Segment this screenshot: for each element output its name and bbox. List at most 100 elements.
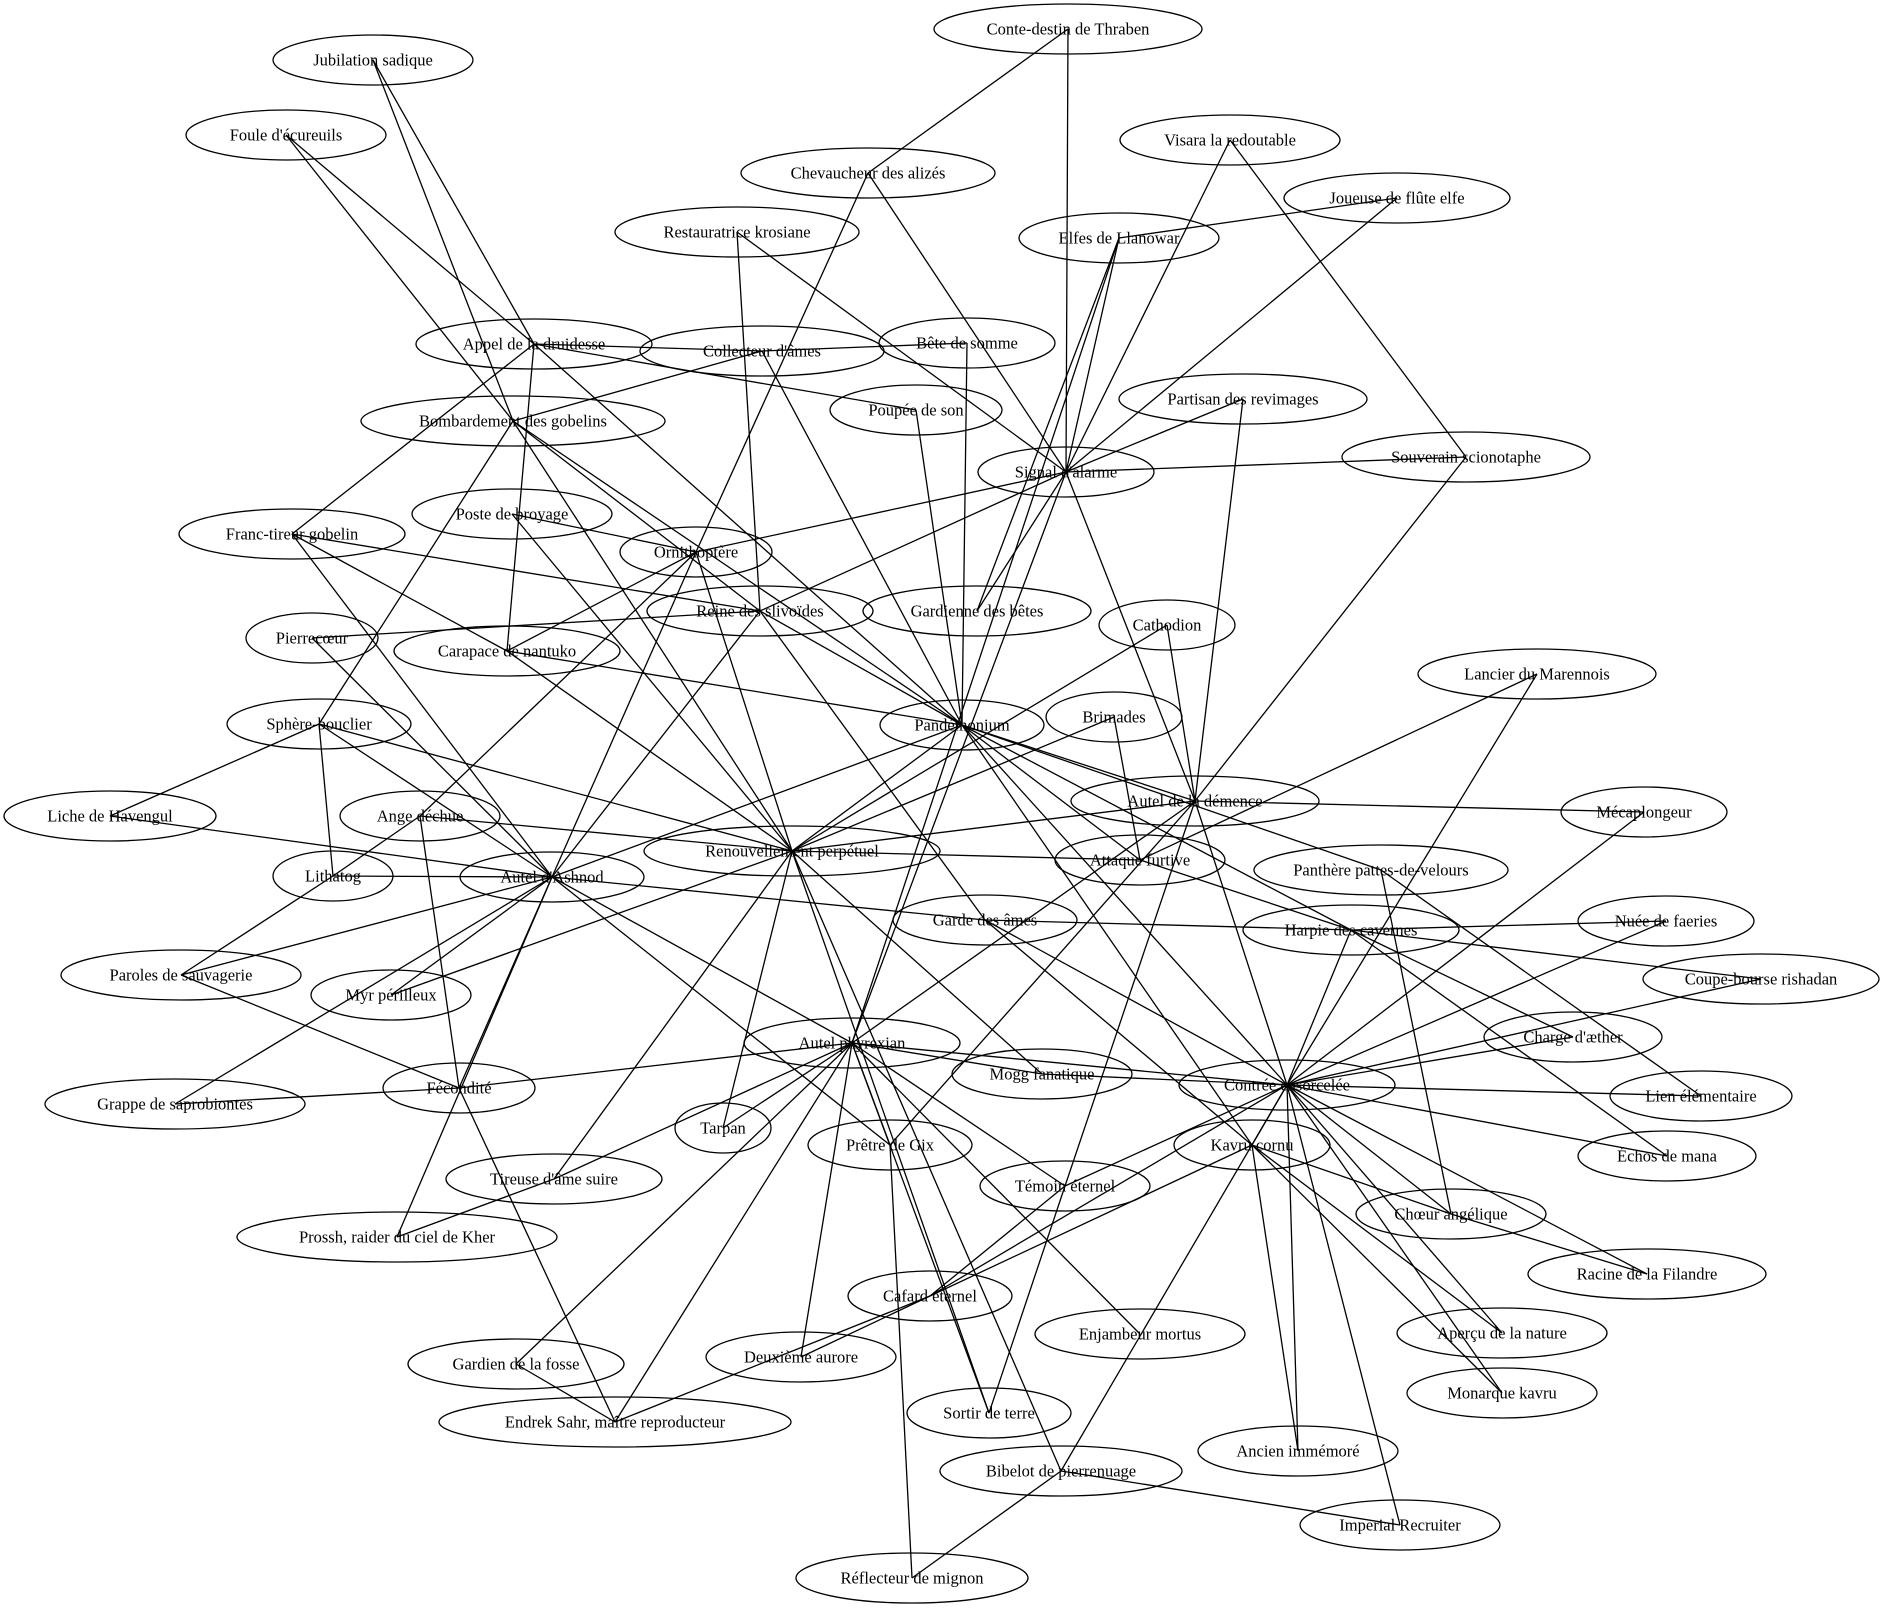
- node-label: Collecteur d'âmes: [703, 342, 821, 361]
- node-elfes: Elfes de Llanowar: [1018, 212, 1220, 264]
- node-label: Pandémonium: [914, 716, 1009, 735]
- node-enjambeur: Enjambeur mortus: [1034, 1308, 1246, 1360]
- node-lien: Lien élémentaire: [1609, 1070, 1793, 1122]
- node-ellipse: [979, 1160, 1151, 1212]
- edge-appel-carapace: [506, 343, 535, 652]
- edge-foule-bomb: [285, 134, 514, 422]
- node-label: Charge d'æther: [1523, 1028, 1623, 1047]
- node-ellipse: [951, 1048, 1133, 1100]
- edge-panthere-choeur: [1380, 869, 1452, 1215]
- edge-signal-autelP: [851, 471, 1067, 1044]
- node-ellipse: [614, 206, 860, 258]
- node-ellipse: [646, 585, 874, 637]
- edge-chevau-signal: [867, 172, 1067, 473]
- edge-autelP-enjambeur: [851, 1042, 1141, 1335]
- edge-autelP-tarpan: [722, 1042, 853, 1129]
- node-label: Reine des slivoïdes: [696, 602, 823, 621]
- node-conte: Conte-destin de Thraben: [933, 3, 1203, 55]
- edge-contree-ancien: [1286, 1084, 1299, 1452]
- node-label: Visara la redoutable: [1164, 131, 1296, 150]
- node-brimades: Brimades: [1045, 691, 1183, 743]
- node-garde: Garde des âmes: [892, 894, 1078, 946]
- node-autelP: Autel phyrexian: [743, 1017, 961, 1069]
- node-ellipse: [178, 508, 406, 560]
- node-gardienne: Gardienne des bêtes: [862, 585, 1092, 637]
- edge-franc-autelA: [291, 533, 553, 878]
- edge-poste-ornitho: [511, 513, 697, 553]
- node-label: Gardien de la fosse: [453, 1355, 580, 1374]
- node-ellipse: [1355, 1188, 1547, 1240]
- node-label: Réflecteur de mignon: [841, 1569, 984, 1588]
- node-ellipse: [1283, 172, 1511, 224]
- node-label: Elfes de Llanowar: [1059, 229, 1180, 248]
- edge-bete-pandem: [961, 342, 968, 726]
- node-fecond: Fécondité: [382, 1062, 536, 1114]
- node-lancier: Lancier du Marennois: [1417, 648, 1657, 700]
- node-ellipse: [438, 1396, 792, 1448]
- edge-appel-franc: [291, 343, 535, 535]
- edge-reine-pierre: [311, 610, 761, 639]
- node-label: Tireuse d'âme suire: [490, 1170, 618, 1189]
- edge-garde-harpie: [984, 919, 1352, 931]
- edge-ornitho-autelA: [551, 551, 697, 878]
- node-coupe: Coupe-bourse rishadan: [1642, 953, 1880, 1005]
- node-reflecteur: Réflecteur de mignon: [795, 1552, 1029, 1604]
- node-label: Poste de broyage: [456, 505, 569, 524]
- node-grappe: Grappe de saprobiontes: [44, 1078, 306, 1130]
- node-label: Panthère pattes-de-velours: [1293, 861, 1468, 880]
- edge-pandem-attaque: [961, 724, 1141, 861]
- node-meca: Mécaplongeur: [1560, 786, 1728, 838]
- edge-garde-contree: [984, 919, 1288, 1086]
- node-ellipse: [407, 1338, 625, 1390]
- edge-foule-appel: [285, 134, 535, 345]
- edge-ornitho-renouv: [695, 551, 793, 852]
- node-kavru: Kavru cornu: [1173, 1119, 1331, 1171]
- node-attaque: Attaque furtive: [1054, 834, 1226, 886]
- node-label: Imperial Recruiter: [1339, 1516, 1461, 1535]
- node-ellipse: [933, 3, 1203, 55]
- edge-autelP-gardien: [515, 1042, 853, 1365]
- node-myr: Myr périlleux: [310, 969, 472, 1021]
- edge-brimades-attaque: [1113, 716, 1141, 861]
- edge-appel-pandem: [533, 343, 963, 726]
- edge-kavru-apercu: [1251, 1144, 1503, 1334]
- node-label: Autel de la démence: [1127, 792, 1262, 811]
- node-label: Lithatog: [305, 867, 361, 886]
- edge-autelP-endrek: [614, 1042, 853, 1423]
- node-gardien: Gardien de la fosse: [407, 1338, 625, 1390]
- node-charge: Charge d'æther: [1483, 1011, 1663, 1063]
- node-label: Gardienne des bêtes: [911, 602, 1044, 621]
- edge-renouv-attaque: [791, 850, 1141, 861]
- edge-autelD-renouv: [791, 800, 1196, 852]
- node-ellipse: [272, 34, 474, 86]
- node-label: Carapace de nantuko: [438, 642, 576, 661]
- node-label: Témoin éternel: [1015, 1177, 1116, 1196]
- node-ellipse: [339, 790, 501, 842]
- edge-temoin-cafard: [929, 1185, 1066, 1297]
- node-ellipse: [459, 851, 645, 903]
- edge-contree-monarque: [1286, 1084, 1503, 1394]
- edge-autelP-mogg: [851, 1042, 1043, 1075]
- node-ellipse: [1034, 1308, 1246, 1360]
- node-label: Lancier du Marennois: [1464, 665, 1610, 684]
- edge-elfes-signal: [1065, 237, 1120, 473]
- node-ellipse: [1527, 1248, 1767, 1300]
- node-label: Prêtre de Gix: [846, 1136, 935, 1155]
- node-monarque: Monarque kavru: [1406, 1367, 1598, 1419]
- node-label: Tarpan: [700, 1119, 746, 1138]
- node-ange: Ange déchue: [339, 790, 501, 842]
- edge-choeur-racine: [1450, 1213, 1648, 1275]
- node-renouv: Renouvellement perpétuel: [643, 825, 941, 877]
- node-ellipse: [807, 1119, 973, 1171]
- edge-reine-pandem: [759, 610, 963, 726]
- node-ellipse: [1197, 1425, 1399, 1477]
- node-ellipse: [619, 526, 773, 578]
- edge-kavru-ancien: [1251, 1144, 1299, 1452]
- edge-cafard-deuxieme: [800, 1295, 931, 1358]
- edge-autelD-meca: [1194, 800, 1645, 813]
- node-ellipse: [1560, 786, 1728, 838]
- edge-autelD-autelP: [851, 800, 1196, 1044]
- node-label: Sphère-bouclier: [266, 715, 372, 734]
- node-ellipse: [236, 1211, 558, 1263]
- edge-pandem-autelD: [961, 724, 1196, 802]
